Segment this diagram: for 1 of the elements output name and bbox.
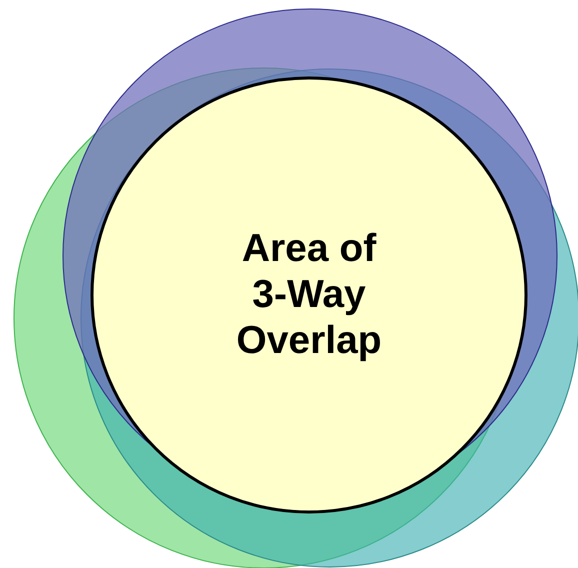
circle-label: Area of 3-Way Overlap (235, 226, 383, 364)
